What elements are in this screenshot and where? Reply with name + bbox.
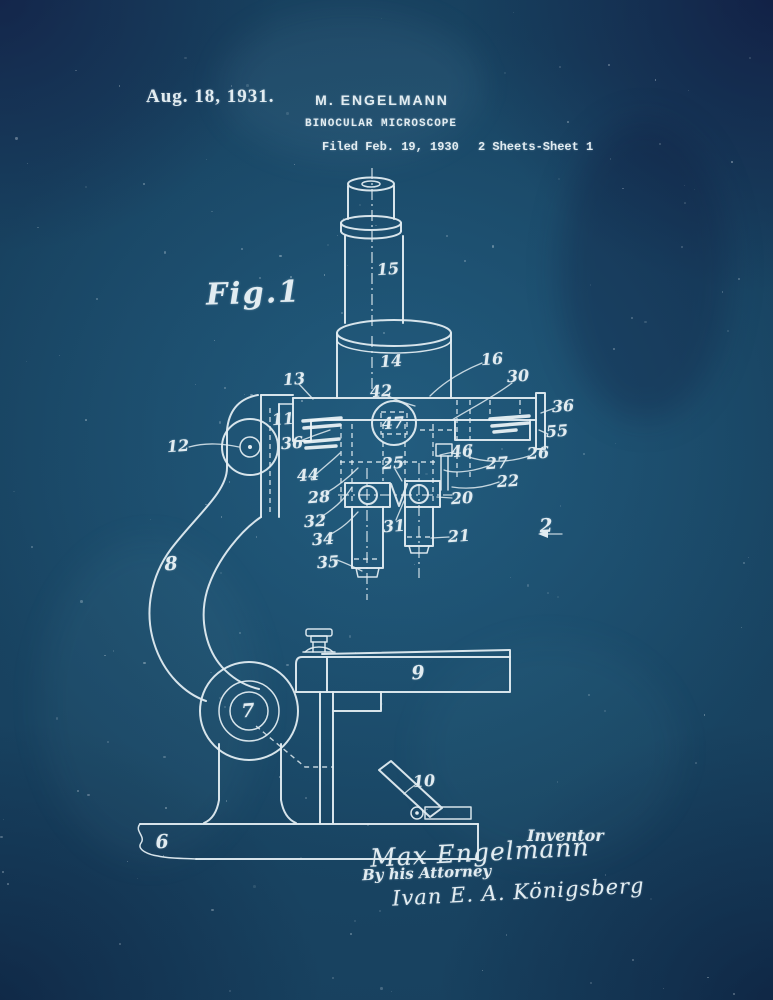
patent-title: BINOCULAR MICROSCOPE (304, 118, 458, 130)
inventor-caption: Inventor (527, 826, 604, 845)
filed-date: Filed Feb. 19, 1930 (322, 140, 459, 154)
patent-date: Aug. 18, 1931. (146, 86, 275, 107)
sheet-info: 2 Sheets-Sheet 1 (478, 140, 594, 154)
inventor-name: M. ENGELMANN (315, 92, 449, 108)
